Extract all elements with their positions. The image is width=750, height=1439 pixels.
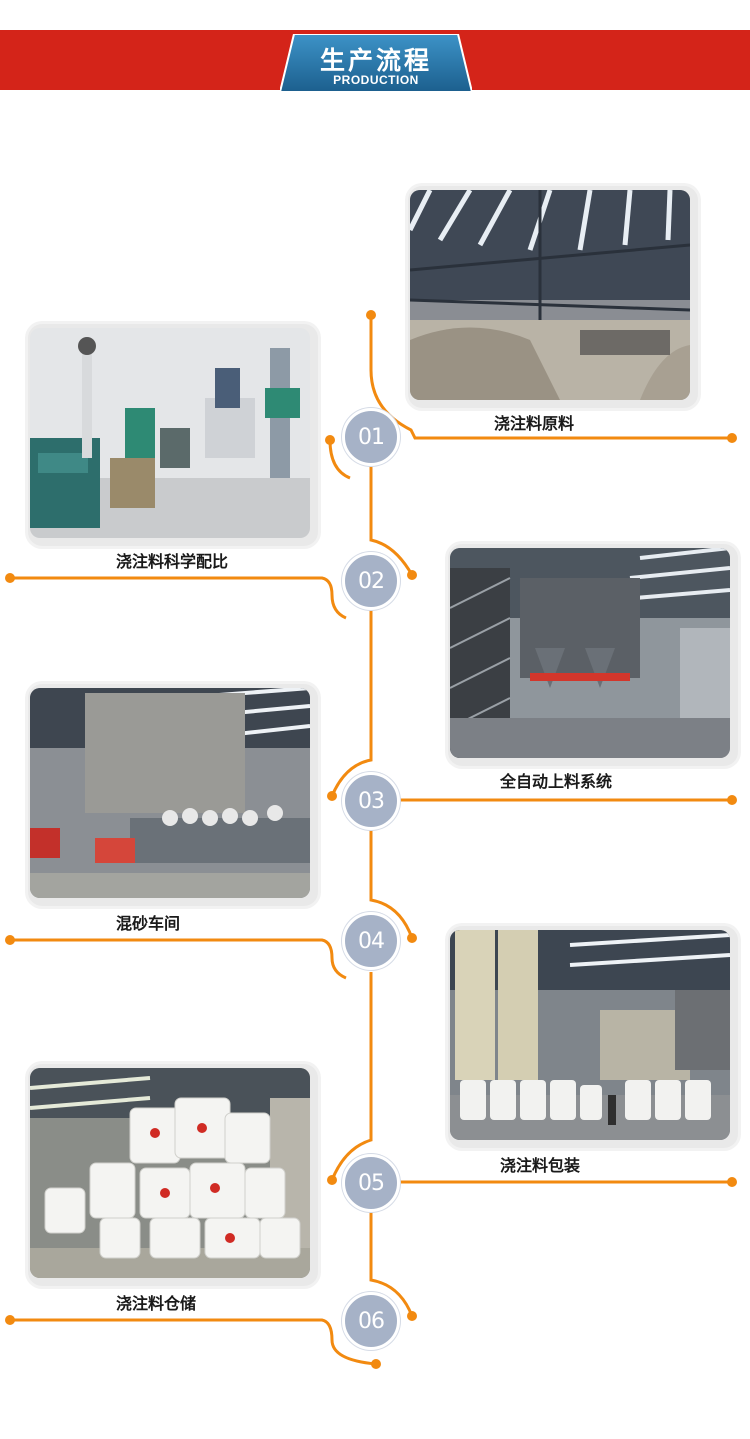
photo-workshop — [30, 688, 310, 898]
step-node-4: 04 — [342, 912, 400, 970]
photo-card-lab — [28, 324, 318, 546]
step-number-4: 04 — [358, 929, 385, 954]
page-title: 生产流程 — [319, 46, 432, 75]
step-node-6: 06 — [342, 1292, 400, 1350]
caption-step-6: 浇注料仓储 — [116, 1294, 197, 1313]
caption-step-4: 混砂车间 — [116, 914, 181, 933]
caption-step-3: 全自动上料系统 — [500, 772, 613, 791]
caption-step-1: 浇注料原料 — [494, 414, 575, 433]
step-node-1: 01 — [342, 408, 400, 466]
photo-card-storage — [28, 1064, 318, 1286]
step-node-2: 02 — [342, 552, 400, 610]
photo-card-raw-material — [408, 186, 698, 408]
page-subtitle: PRODUCTION — [333, 73, 419, 87]
step-node-3: 03 — [342, 772, 400, 830]
step-number-2: 02 — [358, 569, 385, 594]
step-node-5: 05 — [342, 1154, 400, 1212]
caption-step-2: 浇注料科学配比 — [116, 552, 229, 571]
photo-card-packaging — [448, 926, 738, 1148]
photo-raw-material — [410, 190, 690, 400]
step-number-3: 03 — [358, 789, 385, 814]
step-number-1: 01 — [358, 425, 385, 450]
step-number-6: 06 — [358, 1309, 385, 1334]
header-badge: 生产流程 PRODUCTION — [280, 34, 472, 94]
photo-card-workshop — [28, 684, 318, 906]
photo-card-feeding — [448, 544, 738, 766]
photo-lab — [30, 328, 310, 538]
photo-feeding — [450, 548, 730, 758]
photo-packaging — [450, 930, 730, 1140]
step-number-5: 05 — [358, 1171, 385, 1196]
caption-step-5: 浇注料包装 — [500, 1156, 581, 1175]
photo-storage — [30, 1068, 310, 1278]
